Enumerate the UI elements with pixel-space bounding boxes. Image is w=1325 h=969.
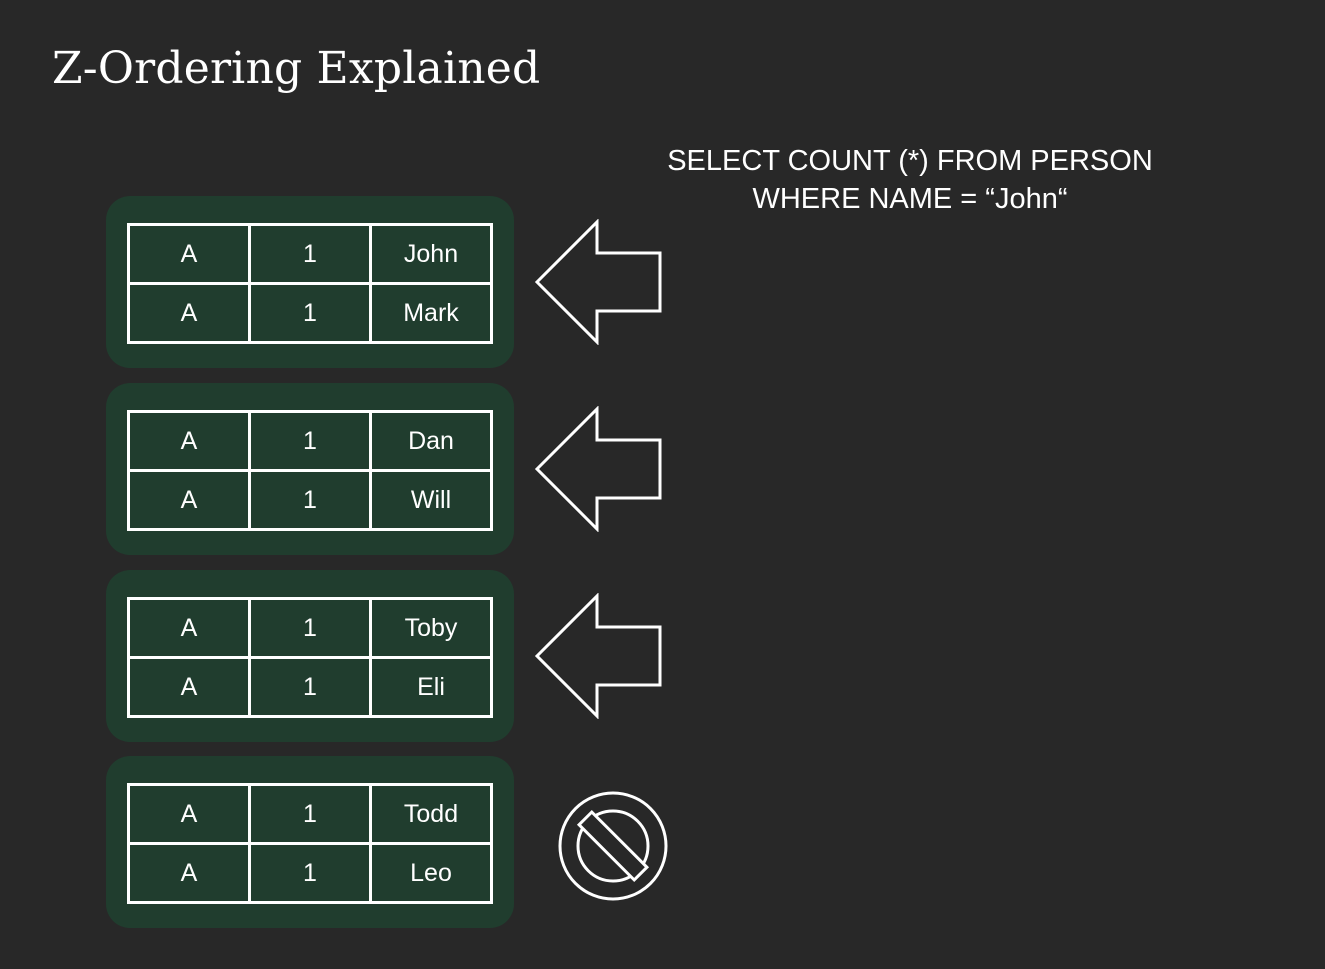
table-cell: John [369, 223, 493, 285]
table-cell: Eli [369, 656, 493, 718]
table-cell: Leo [369, 842, 493, 904]
data-file-block-2: A 1 Dan A 1 Will [106, 383, 514, 555]
table-cell: 1 [248, 656, 372, 718]
table-cell: 1 [248, 223, 372, 285]
table-cell: A [127, 223, 251, 285]
table-row: A 1 Mark [127, 282, 493, 344]
data-file-block-3: A 1 Toby A 1 Eli [106, 570, 514, 742]
table-row: A 1 Todd [127, 783, 493, 845]
data-file-block-4: A 1 Todd A 1 Leo [106, 756, 514, 928]
table-cell: A [127, 469, 251, 531]
table-cell: A [127, 783, 251, 845]
table-cell: 1 [248, 783, 372, 845]
table-cell: Will [369, 469, 493, 531]
data-file-table-3: A 1 Toby A 1 Eli [127, 597, 493, 718]
table-row: A 1 Toby [127, 597, 493, 659]
table-cell: A [127, 842, 251, 904]
table-cell: A [127, 597, 251, 659]
data-file-table-1: A 1 John A 1 Mark [127, 223, 493, 344]
table-cell: 1 [248, 842, 372, 904]
table-cell: A [127, 656, 251, 718]
table-cell: A [127, 282, 251, 344]
table-cell: Toby [369, 597, 493, 659]
no-entry-icon [558, 791, 668, 901]
table-cell: A [127, 410, 251, 472]
data-file-block-1: A 1 John A 1 Mark [106, 196, 514, 368]
sql-query-line-1: SELECT COUNT (*) FROM PERSON [667, 145, 1153, 177]
arrow-left-icon [534, 219, 662, 345]
data-file-table-2: A 1 Dan A 1 Will [127, 410, 493, 531]
table-cell: Todd [369, 783, 493, 845]
table-cell: Dan [369, 410, 493, 472]
table-row: A 1 Eli [127, 656, 493, 718]
table-cell: 1 [248, 282, 372, 344]
table-cell: Mark [369, 282, 493, 344]
sql-query-line-2: WHERE NAME = “John“ [752, 183, 1068, 215]
data-file-table-4: A 1 Todd A 1 Leo [127, 783, 493, 904]
page-title: Z-Ordering Explained [52, 43, 541, 94]
table-cell: 1 [248, 469, 372, 531]
arrow-left-icon [534, 593, 662, 719]
table-cell: 1 [248, 597, 372, 659]
table-row: A 1 Dan [127, 410, 493, 472]
table-cell: 1 [248, 410, 372, 472]
arrow-left-icon [534, 406, 662, 532]
table-row: A 1 Leo [127, 842, 493, 904]
sql-query: SELECT COUNT (*) FROM PERSON WHERE NAME … [650, 142, 1170, 218]
table-row: A 1 John [127, 223, 493, 285]
table-row: A 1 Will [127, 469, 493, 531]
